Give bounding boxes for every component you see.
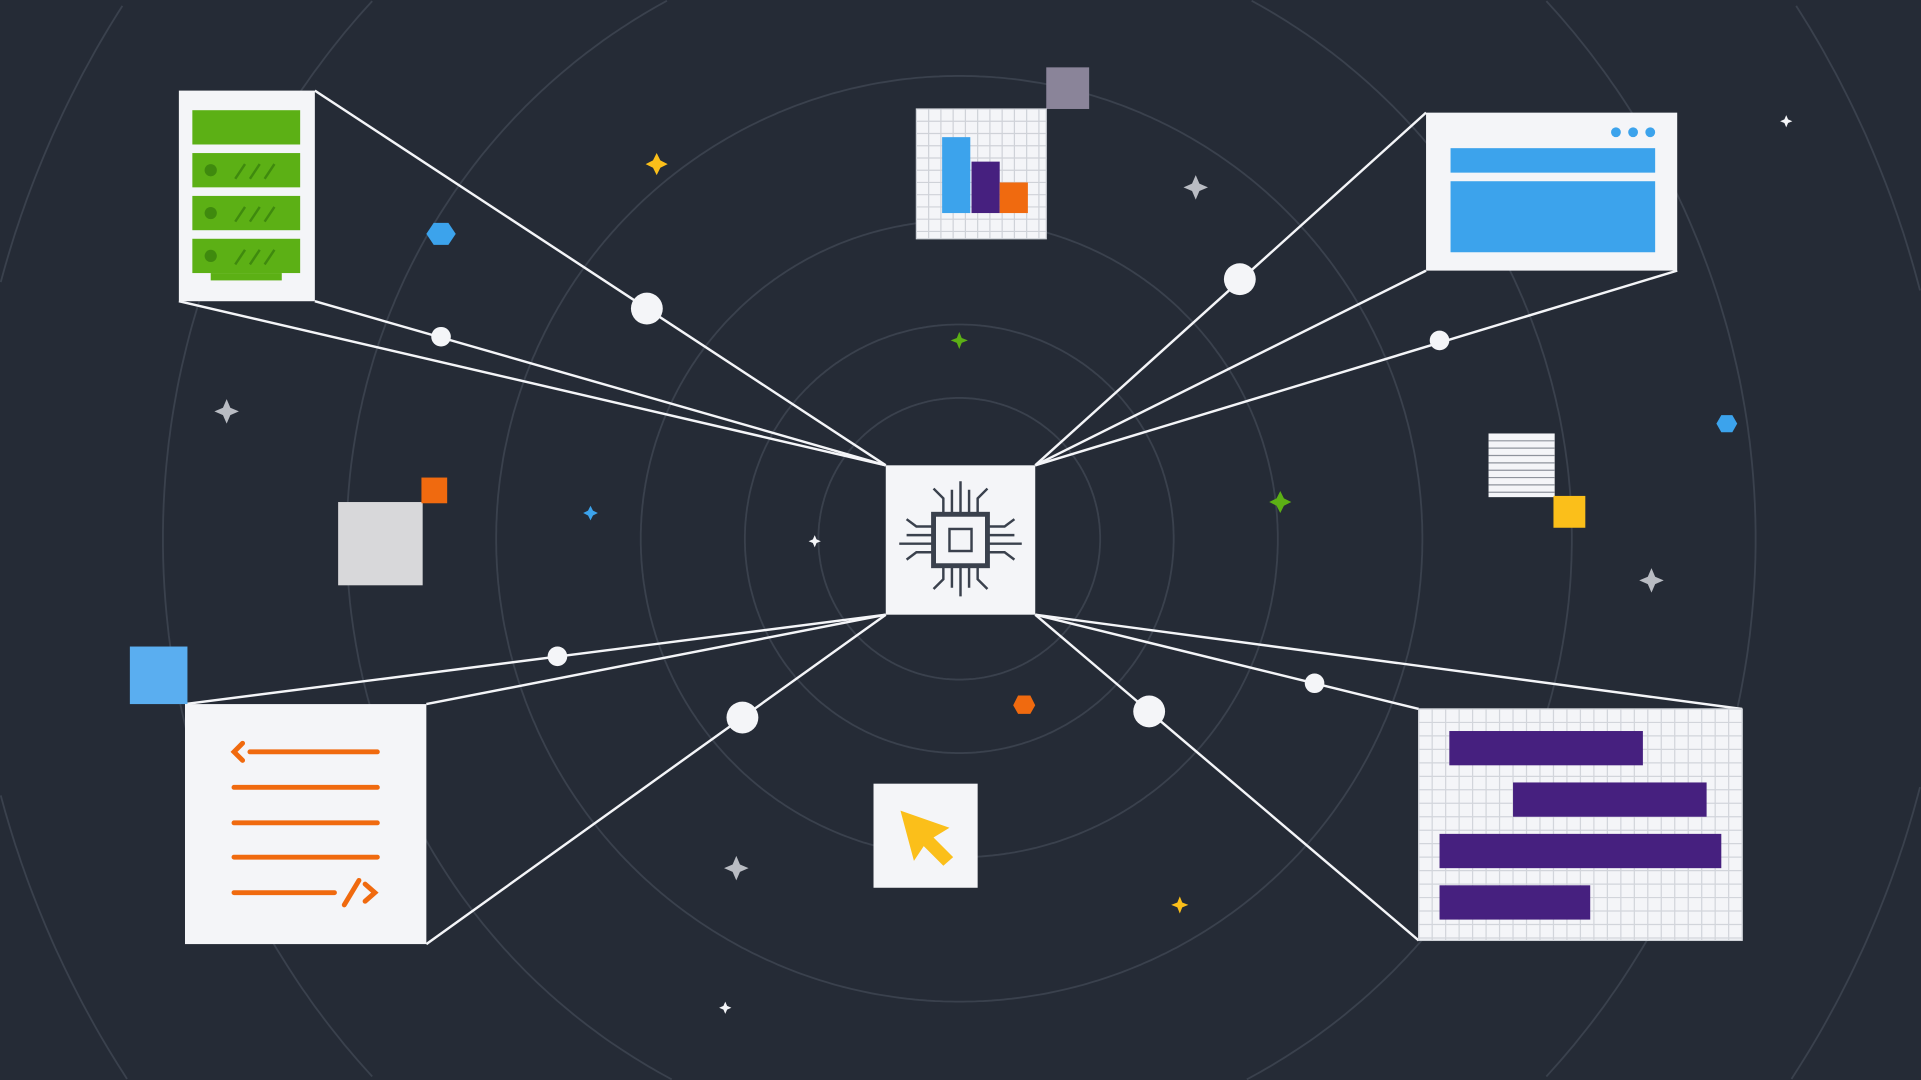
cursor-arrow-icon	[873, 783, 978, 888]
connection-lines	[178, 89, 1743, 946]
connection-nodes	[431, 263, 1450, 734]
code-document-icon	[129, 646, 427, 945]
gantt-chart-icon	[1418, 708, 1743, 942]
cpu-chip-icon	[885, 465, 1036, 615]
ring	[817, 397, 1102, 681]
browser-window-icon	[1426, 112, 1678, 271]
text-lines-icon	[1488, 433, 1586, 528]
ring	[495, 75, 1424, 1003]
ring	[0, 5, 1921, 1080]
ring	[639, 219, 1279, 859]
noise-square-icon	[338, 477, 448, 586]
bar-chart-icon	[915, 67, 1090, 240]
ring	[743, 323, 1175, 754]
server-rack-icon	[178, 90, 315, 302]
decorative-sparkles	[214, 115, 1793, 1014]
